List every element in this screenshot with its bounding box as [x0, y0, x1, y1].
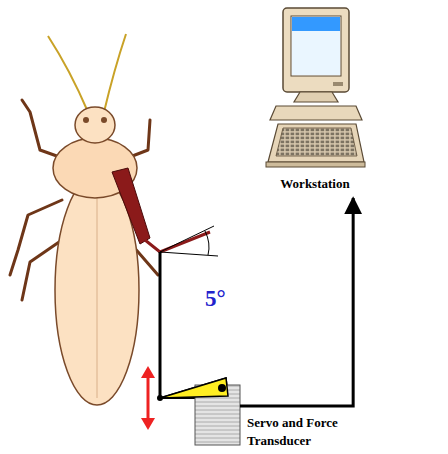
signal-arrow: [240, 198, 353, 406]
node-label: Workstation: [262, 176, 368, 192]
pivot: [218, 384, 226, 392]
pivot: [218, 384, 226, 392]
keyboard-edge: [266, 162, 365, 167]
eye: [101, 117, 107, 123]
screen-bar: [292, 17, 340, 31]
screen-area: [292, 31, 340, 75]
monitor-case: [283, 8, 349, 92]
antenna: [104, 34, 126, 112]
angle-line: [160, 252, 218, 256]
angle-arc: [205, 231, 209, 255]
head: [75, 107, 115, 143]
keyboard-keys: [276, 128, 357, 156]
angle-label: 5°: [205, 286, 226, 312]
monitor-screen: [291, 16, 341, 76]
motion-head: [141, 366, 155, 378]
body-seam: [97, 195, 98, 398]
cockroach: [10, 34, 210, 405]
femur: [112, 168, 150, 244]
lever: [160, 378, 228, 398]
lever: [160, 378, 228, 398]
workstation-node: Workstation: [262, 6, 368, 196]
motion-arrow: [141, 366, 155, 430]
cpu-base: [270, 106, 362, 120]
leg: [10, 200, 62, 275]
motion-head: [141, 418, 155, 430]
angle-line: [160, 226, 214, 252]
antenna: [48, 36, 88, 112]
tibia: [145, 232, 210, 252]
node-label: Servo and Force Transducer: [247, 414, 357, 450]
keyboard: [268, 124, 364, 162]
computer-icon: [266, 8, 365, 167]
eye: [83, 117, 89, 123]
servo-node: Servo and Force Transducer: [195, 385, 240, 445]
motion-shaft: [147, 376, 150, 420]
rod: [159, 252, 162, 398]
monitor-button: [333, 82, 343, 86]
monitor-stand: [294, 92, 338, 102]
